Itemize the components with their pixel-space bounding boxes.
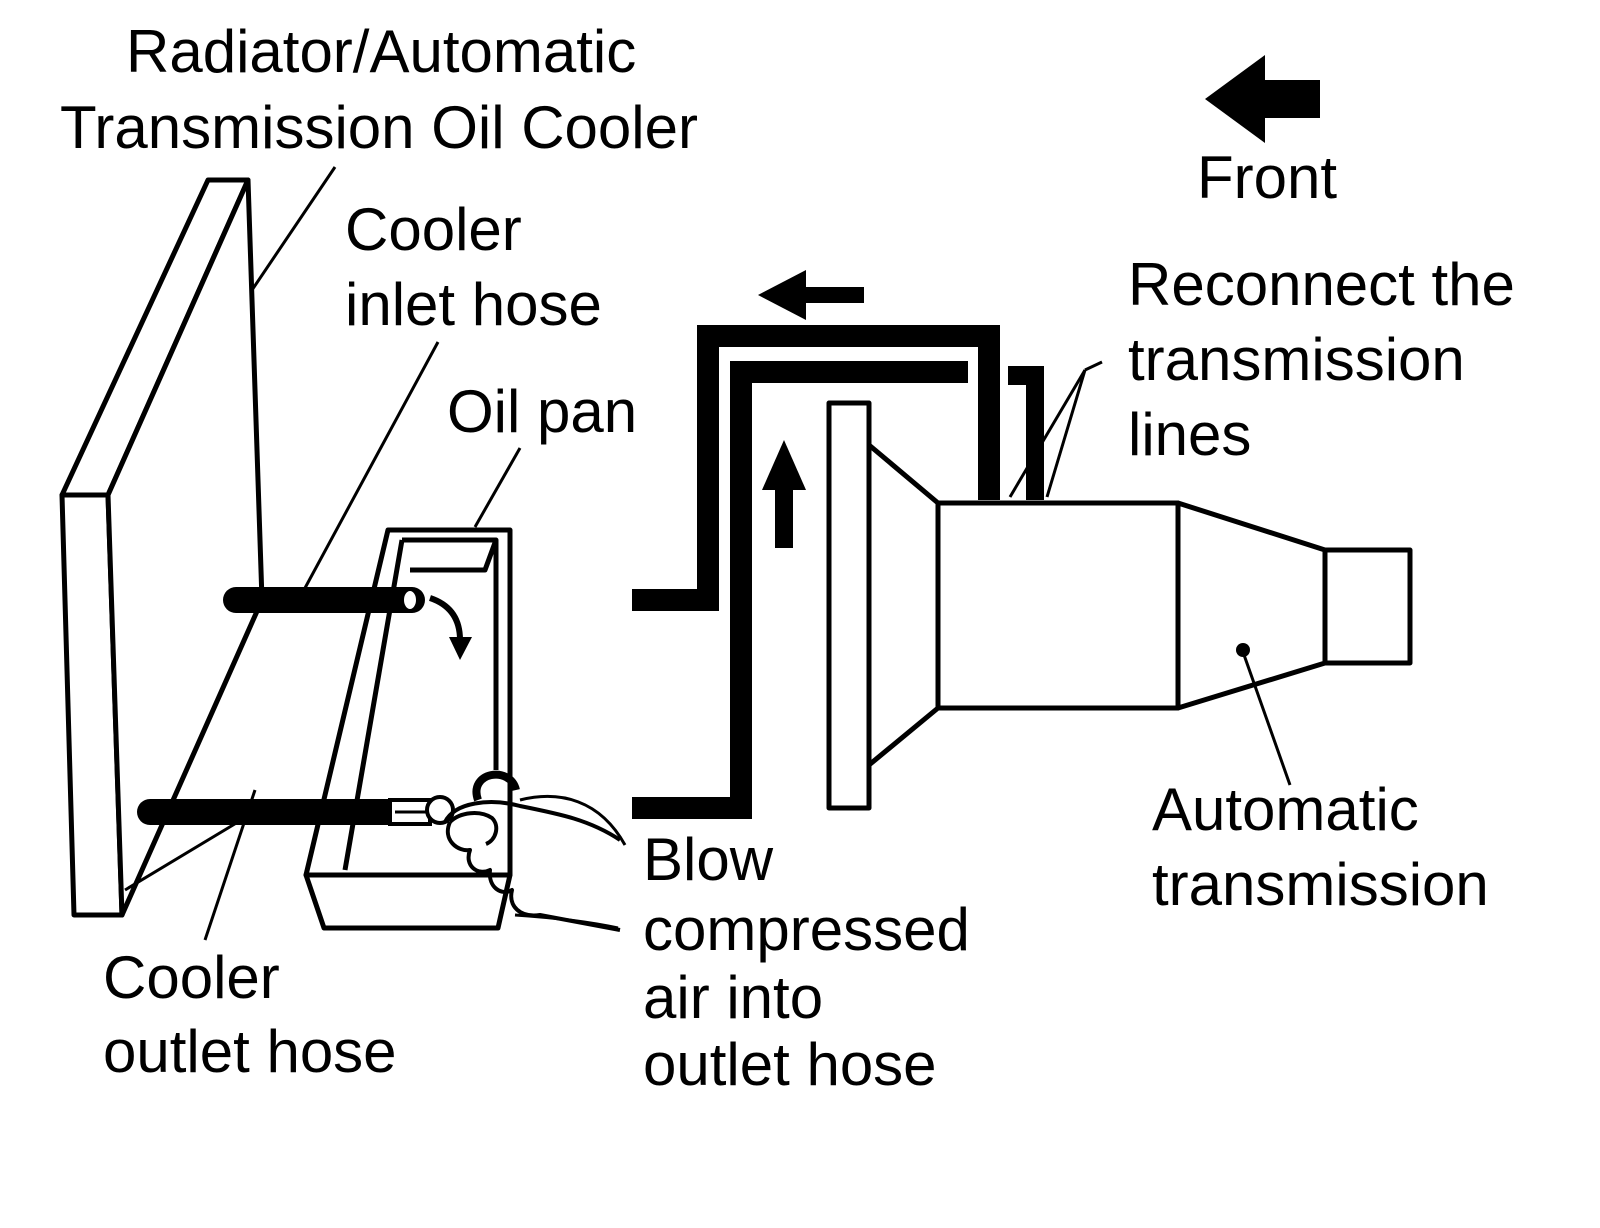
blow-label-line3: air into (643, 964, 823, 1031)
arrow-left-icon (758, 270, 864, 320)
radiator-cooler (59, 177, 265, 918)
reconnect-label-line2: transmission (1128, 326, 1465, 393)
radiator-label-line2: Transmission Oil Cooler (60, 94, 698, 161)
inlet-hose-label-line1: Cooler (345, 196, 522, 263)
transmission-pointer-dot (1236, 643, 1250, 657)
line-flow-arrows (758, 270, 864, 548)
outlet-hose-label-line2: outlet hose (103, 1018, 397, 1085)
reconnect-label-line3: lines (1128, 401, 1251, 468)
hand-with-air-gun-icon (425, 770, 622, 932)
automatic-transmission-label-line2: transmission (1152, 851, 1489, 918)
tail-housing (1322, 547, 1413, 666)
inlet-hose-label-line2: inlet hose (345, 271, 602, 338)
front-arrow-icon (1205, 55, 1320, 143)
leader-lines (124, 166, 1292, 941)
automatic-transmission-label-line1: Automatic (1152, 776, 1419, 843)
front-label: Front (1197, 144, 1337, 211)
pan-flow-arrow-icon (428, 595, 472, 660)
arrow-up-icon (762, 440, 806, 548)
outlet-hose-label-line1: Cooler (103, 944, 280, 1011)
oil-pan-label: Oil pan (447, 378, 637, 445)
reconnect-label-line1: Reconnect the (1128, 251, 1515, 318)
blow-label-line2: compressed (643, 896, 970, 963)
transmission-lines (632, 325, 1044, 819)
automatic-transmission (826, 400, 1413, 811)
transmission-case (935, 500, 1181, 711)
converter-housing (866, 442, 941, 768)
blow-label-line4: outlet hose (643, 1031, 937, 1098)
flange-plate (826, 400, 872, 811)
cooler-hoses (137, 587, 432, 826)
blow-label-line1: Blow (643, 826, 774, 893)
radiator-label-line1: Radiator/Automatic (126, 18, 636, 85)
